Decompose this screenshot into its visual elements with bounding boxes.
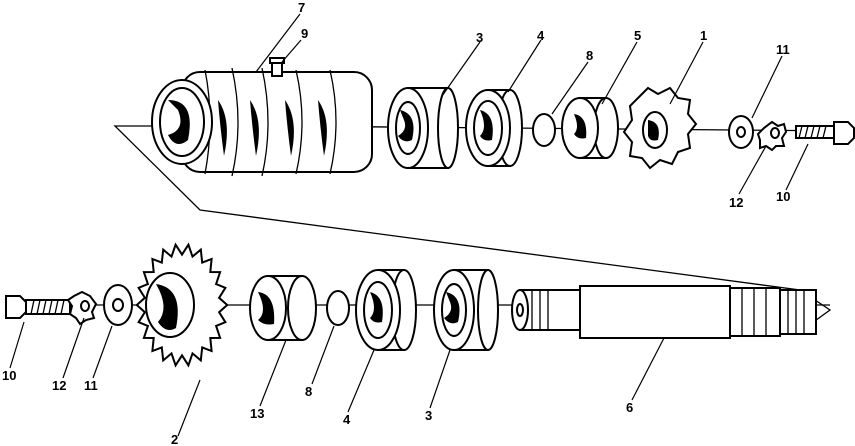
seal-part-4-bottom bbox=[355, 269, 417, 351]
label-part-10-top: 10 bbox=[776, 189, 790, 204]
label-part-11-top: 11 bbox=[776, 42, 790, 57]
seal-part-4-top bbox=[465, 89, 523, 167]
spacer-part-5 bbox=[561, 97, 619, 159]
label-part-8-top: 8 bbox=[586, 48, 593, 63]
label-part-7: 7 bbox=[298, 0, 305, 15]
label-part-5: 5 bbox=[634, 28, 641, 43]
small-sprocket-part-1 bbox=[622, 86, 698, 170]
spacer-part-13 bbox=[249, 275, 317, 341]
leader-lines bbox=[9, 13, 809, 437]
lock-washer-part-12-top bbox=[756, 120, 788, 152]
lock-washer-part-12-bottom bbox=[66, 290, 98, 326]
label-part-6: 6 bbox=[626, 400, 633, 415]
part-number-labels: 7 9 3 4 8 5 1 11 12 10 10 12 11 2 13 8 4… bbox=[2, 0, 790, 446]
label-part-13: 13 bbox=[250, 406, 264, 421]
label-part-3-top: 3 bbox=[476, 30, 483, 45]
housing-part-7 bbox=[151, 67, 373, 177]
label-part-11-bottom: 11 bbox=[84, 378, 98, 393]
shaft-part-6 bbox=[511, 285, 817, 339]
label-part-1: 1 bbox=[700, 28, 707, 43]
grease-fitting-part-9 bbox=[269, 57, 285, 77]
label-part-8-bottom: 8 bbox=[305, 384, 312, 399]
label-part-10-bottom: 10 bbox=[2, 368, 16, 383]
label-part-3-bottom: 3 bbox=[425, 408, 432, 423]
bearing-part-3-top bbox=[387, 87, 459, 169]
washer-part-11-bottom bbox=[103, 284, 133, 326]
label-part-9: 9 bbox=[301, 26, 308, 41]
label-part-4-top: 4 bbox=[537, 28, 545, 43]
bolt-part-10-top bbox=[795, 121, 855, 145]
o-ring-part-8-bottom bbox=[326, 290, 350, 326]
label-part-12-top: 12 bbox=[729, 195, 743, 210]
large-sprocket-part-2 bbox=[135, 242, 229, 368]
label-part-2: 2 bbox=[171, 432, 178, 446]
washer-part-11-top bbox=[728, 115, 754, 149]
bolt-part-10-bottom bbox=[5, 295, 71, 319]
o-ring-part-8-top bbox=[532, 113, 556, 147]
label-part-12-bottom: 12 bbox=[52, 378, 66, 393]
bearing-part-3-bottom bbox=[433, 269, 499, 351]
label-part-4-bottom: 4 bbox=[343, 412, 351, 427]
